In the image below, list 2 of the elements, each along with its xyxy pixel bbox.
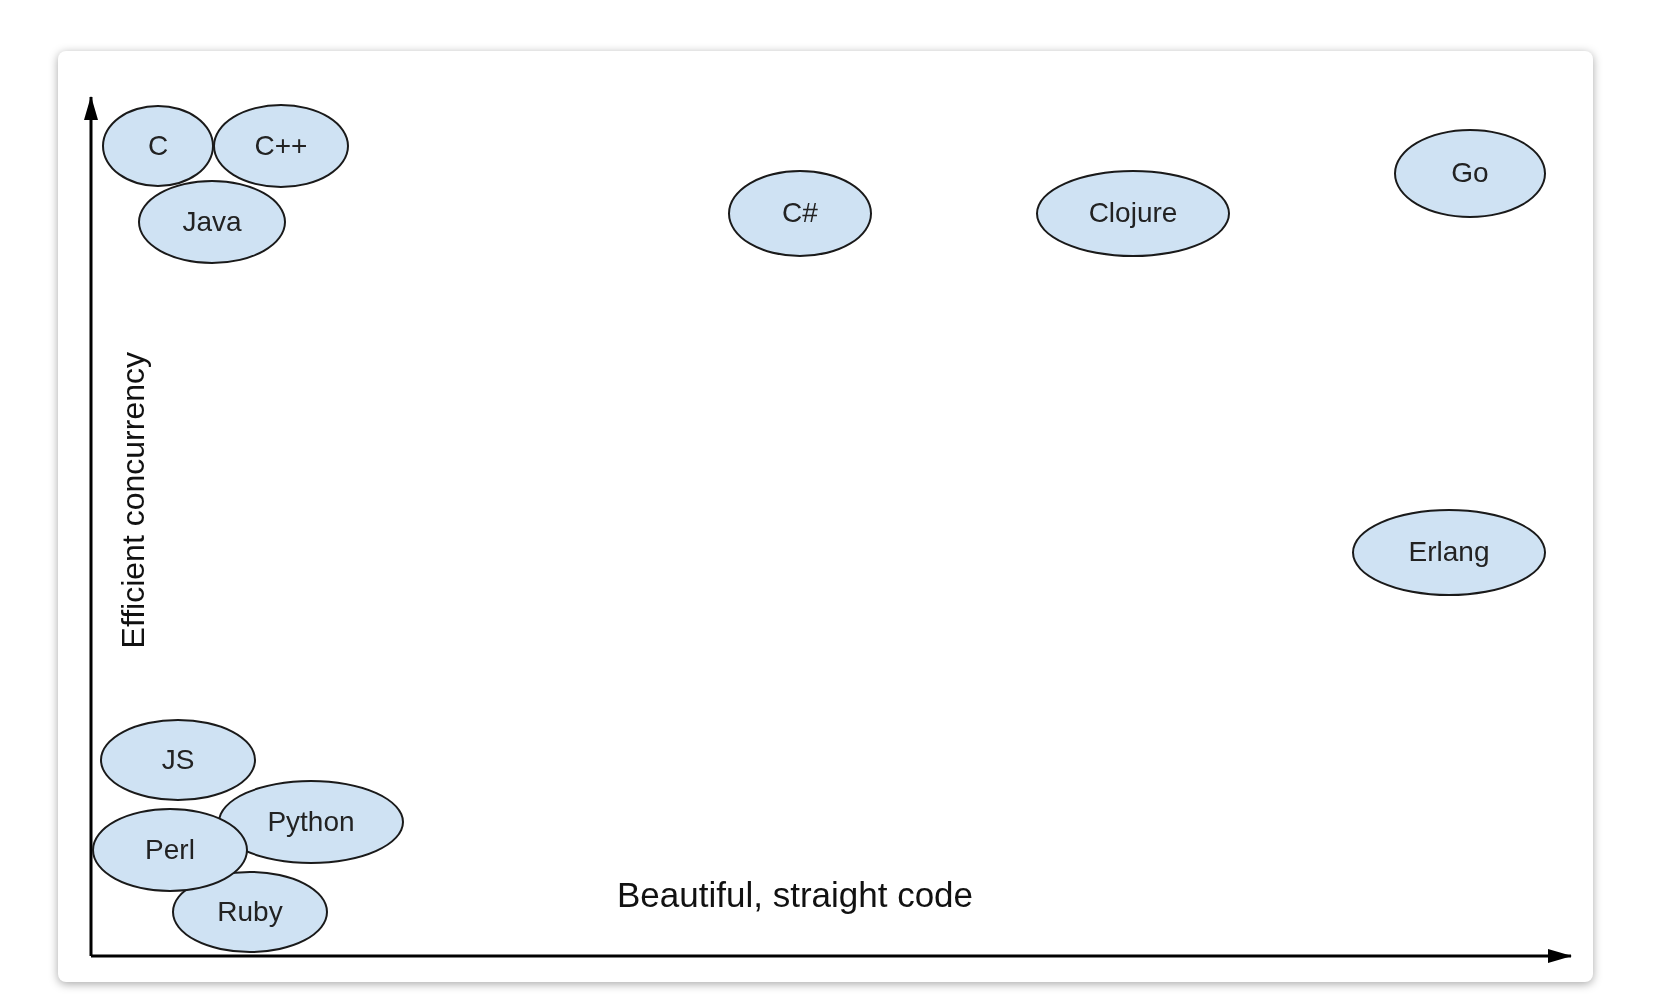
x-axis-title: Beautiful, straight code — [617, 875, 974, 915]
y-axis-title: Efficient concurrency — [115, 352, 152, 649]
